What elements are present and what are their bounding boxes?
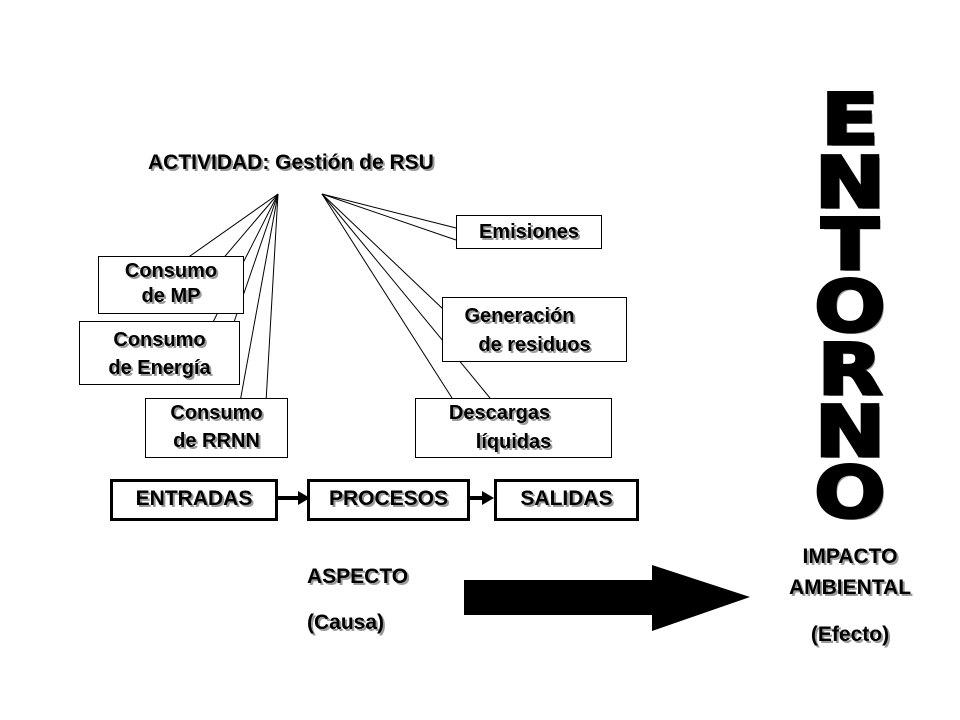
output-emisiones-line1: Emisiones — [478, 221, 580, 243]
flow-salidas: SALIDAS — [494, 479, 639, 521]
connector-emisiones — [321, 193, 457, 229]
entorno-letter-6: N — [813, 391, 887, 473]
input-mp-line2: de MP — [141, 285, 201, 307]
entorno-letter-2: N — [813, 142, 887, 224]
output-box-liquidas: Descargas líquidas — [415, 398, 612, 458]
input-energia-line1: Consumo — [113, 329, 206, 351]
connector-rrnn-2 — [265, 193, 279, 403]
activity-title: ACTIVIDAD: Gestión de RSU — [148, 151, 434, 174]
entorno-letter-1: E — [819, 79, 880, 161]
aspecto-sub: (Causa) — [307, 611, 385, 634]
flow-entradas: ENTRADAS — [110, 479, 278, 521]
connector-mp — [172, 193, 279, 269]
connector-rrnn — [239, 193, 279, 403]
input-mp-line1: Consumo — [124, 260, 218, 282]
big-arrow — [464, 565, 750, 631]
arrow-entradas-procesos-head — [298, 491, 310, 505]
connector-emisiones-2 — [321, 193, 457, 241]
output-box-residuos: Generación de residuos — [442, 297, 627, 362]
connector-liquidas — [321, 193, 453, 399]
input-box-rrnn: Consumo de RRNN — [145, 398, 288, 458]
entorno-letter-4: O — [812, 266, 887, 348]
arrow-procesos-salidas-head — [482, 491, 494, 505]
connector-mp-2 — [214, 193, 279, 269]
flow-procesos: PROCESOS — [307, 479, 470, 521]
output-residuos-line1: Generación — [464, 305, 575, 327]
impacto-sub: (Efecto) — [810, 623, 890, 646]
impacto-line1: IMPACTO — [802, 545, 898, 568]
input-rrnn-line1: Consumo — [170, 402, 263, 424]
output-residuos-line2: de residuos — [478, 334, 591, 356]
input-box-energia: Consumo de Energía — [79, 321, 240, 385]
input-rrnn-line2: de RRNN — [173, 430, 260, 452]
entorno-letter-7: O — [812, 452, 887, 534]
input-energia-line2: de Energía — [108, 357, 211, 379]
output-liquidas-line2: líquidas — [475, 431, 552, 453]
entorno-letter-5: R — [816, 329, 884, 411]
entorno-letter-3: T — [820, 204, 881, 286]
output-liquidas-line1: Descargas — [448, 402, 551, 424]
input-box-mp: Consumo de MP — [98, 256, 244, 314]
impacto-line2: AMBIENTAL — [788, 576, 912, 599]
output-box-emisiones: Emisiones — [456, 215, 602, 249]
connector-residuos — [321, 193, 445, 311]
aspecto-label: ASPECTO — [307, 565, 409, 588]
connector-residuos-2 — [321, 193, 491, 399]
